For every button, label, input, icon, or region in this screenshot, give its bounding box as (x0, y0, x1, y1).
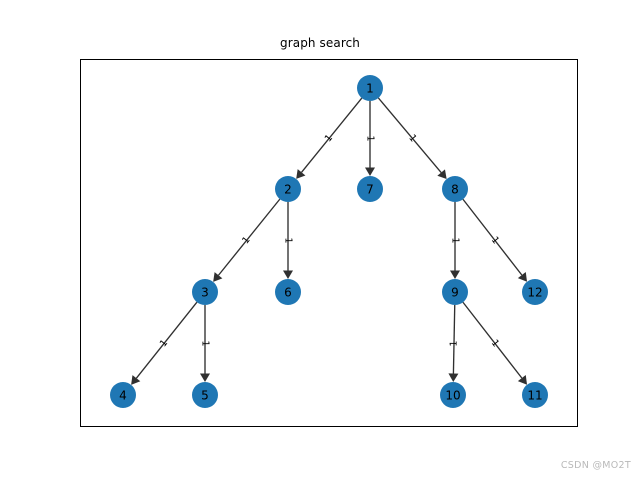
graph-edge (135, 301, 198, 379)
plot-frame (80, 59, 578, 427)
edge-weight-label: 1 (240, 235, 252, 247)
edge-weight-label: 1 (489, 235, 501, 247)
graph-edge (462, 198, 523, 276)
watermark-text: CSDN @MO2T (560, 460, 631, 471)
node-label: 10 (445, 389, 460, 403)
edge-arrowhead (517, 374, 528, 385)
edge-weight-label: 1 (406, 133, 418, 145)
edge-arrowhead (365, 167, 375, 176)
node-circle[interactable] (192, 382, 218, 408)
node-circle[interactable] (110, 382, 136, 408)
graph-edge (301, 97, 363, 173)
edge-weight-label: 1 (158, 338, 170, 350)
graph-edge (217, 198, 281, 276)
node-circle[interactable] (442, 279, 468, 305)
edge-weight-label: 1 (448, 340, 459, 346)
edge-weight-label: 1 (450, 237, 461, 243)
edge-weight-label: 1 (200, 340, 211, 346)
page-title: graph search (279, 36, 360, 50)
graph-node-3[interactable]: 3 (192, 279, 218, 305)
graph-node-7[interactable]: 7 (357, 176, 383, 202)
node-circle[interactable] (442, 176, 468, 202)
node-label: 1 (366, 82, 374, 96)
graph-node-10[interactable]: 10 (440, 382, 466, 408)
edge-arrowhead (448, 373, 459, 382)
edge-arrowhead (283, 270, 293, 279)
node-circle[interactable] (275, 279, 301, 305)
node-label: 5 (201, 389, 209, 403)
node-label: 6 (284, 286, 292, 300)
graph-node-1[interactable]: 1 (357, 75, 383, 101)
graph-node-2[interactable]: 2 (275, 176, 301, 202)
node-label: 8 (451, 183, 459, 197)
node-label: 9 (451, 286, 459, 300)
edge-weight-label: 1 (283, 237, 294, 243)
node-circle[interactable] (275, 176, 301, 202)
graph-node-12[interactable]: 12 (522, 279, 548, 305)
graph-edge (377, 97, 442, 173)
graph-edge (452, 304, 456, 374)
graph-node-8[interactable]: 8 (442, 176, 468, 202)
node-circle[interactable] (357, 75, 383, 101)
graph-node-5[interactable]: 5 (192, 382, 218, 408)
edge-arrowhead (437, 169, 447, 180)
node-label: 3 (201, 286, 209, 300)
node-circle[interactable] (192, 279, 218, 305)
edge-weight-label: 1 (365, 135, 376, 141)
edge-arrowhead (450, 270, 460, 279)
edge-weight-label: 1 (323, 133, 335, 145)
edges-layer (131, 97, 528, 385)
node-circle[interactable] (357, 176, 383, 202)
graph-node-9[interactable]: 9 (442, 279, 468, 305)
graph-edge (462, 301, 523, 379)
edge-arrowhead (517, 271, 528, 282)
node-label: 2 (284, 183, 292, 197)
edge-arrowhead (131, 375, 141, 385)
graph-node-11[interactable]: 11 (522, 382, 548, 408)
node-circle[interactable] (522, 382, 548, 408)
edge-arrowhead (213, 272, 223, 282)
edge-weight-label: 1 (489, 338, 501, 350)
edge-arrowhead (200, 373, 210, 382)
edge-labels-layer: 1 1 1 1 1 1 1 1 1 1 1 (158, 133, 501, 350)
node-label: 12 (527, 286, 542, 300)
node-label: 7 (366, 183, 374, 197)
node-label: 11 (527, 389, 542, 403)
graph-node-6[interactable]: 6 (275, 279, 301, 305)
node-circle[interactable] (440, 382, 466, 408)
node-circle[interactable] (522, 279, 548, 305)
graph-node-4[interactable]: 4 (110, 382, 136, 408)
node-label: 4 (119, 389, 127, 403)
edge-arrowhead (296, 169, 306, 179)
